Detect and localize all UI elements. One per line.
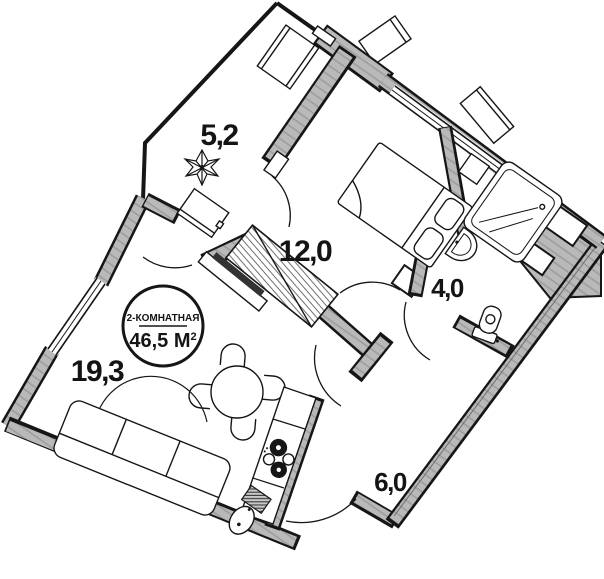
chair-icon — [188, 383, 213, 410]
chair-icon — [219, 343, 246, 368]
sofa-icon — [53, 400, 231, 516]
furniture-living — [53, 250, 317, 535]
dining-table-icon — [210, 365, 264, 419]
hall-wardrobe-icon — [256, 24, 320, 90]
door-arc-icon — [262, 150, 291, 228]
door-arc-icon — [142, 256, 193, 269]
entrance-door-icon — [311, 25, 337, 47]
badge-area-value: 46,5 М2 — [129, 330, 196, 352]
ac-unit-icon — [357, 14, 413, 66]
chair-icon — [230, 416, 257, 441]
badge-type-label: 2-КОМНАТНАЯ — [127, 313, 200, 324]
door-arc-icon — [339, 281, 401, 294]
nightstand-icon — [457, 152, 491, 186]
furniture-bathroom — [444, 161, 563, 345]
windows — [46, 84, 524, 356]
stove-icon — [262, 438, 295, 479]
door-arc-icon — [285, 498, 357, 524]
window-icon — [46, 277, 107, 356]
bathroom-area-label: 4,0 — [431, 273, 464, 303]
shoe-cabinet-icon — [176, 187, 230, 239]
shower-icon — [463, 161, 563, 263]
bedroom-area-label: 12,0 — [279, 235, 332, 268]
door-arc-icon — [403, 301, 431, 361]
door-arc-icon — [313, 344, 342, 407]
wardrobe-icon — [224, 223, 340, 329]
ac-unit-icon — [459, 85, 515, 145]
area-badge: 2-КОМНАТНАЯ 46,5 М2 — [121, 284, 205, 368]
furniture-hallway — [176, 24, 320, 239]
living-area-label: 19,3 — [71, 355, 124, 388]
room-labels: 5,2 12,0 4,0 19,3 6,0 — [71, 119, 466, 497]
badge-area-number: 46,5 М — [129, 330, 190, 352]
plant-icon — [183, 148, 221, 187]
furniture-bedroom — [224, 142, 491, 329]
balcony-area-label: 6,0 — [374, 467, 407, 497]
badge-area-superscript: 2 — [191, 331, 197, 343]
toilet-icon — [471, 305, 502, 345]
bed-icon — [337, 142, 473, 268]
door-arcs — [142, 25, 431, 524]
sink-icon — [228, 484, 272, 535]
washbasin-icon — [444, 226, 478, 262]
exterior-units — [357, 14, 515, 145]
tv-icon — [197, 250, 269, 312]
hallway-area-label: 5,2 — [200, 119, 238, 152]
